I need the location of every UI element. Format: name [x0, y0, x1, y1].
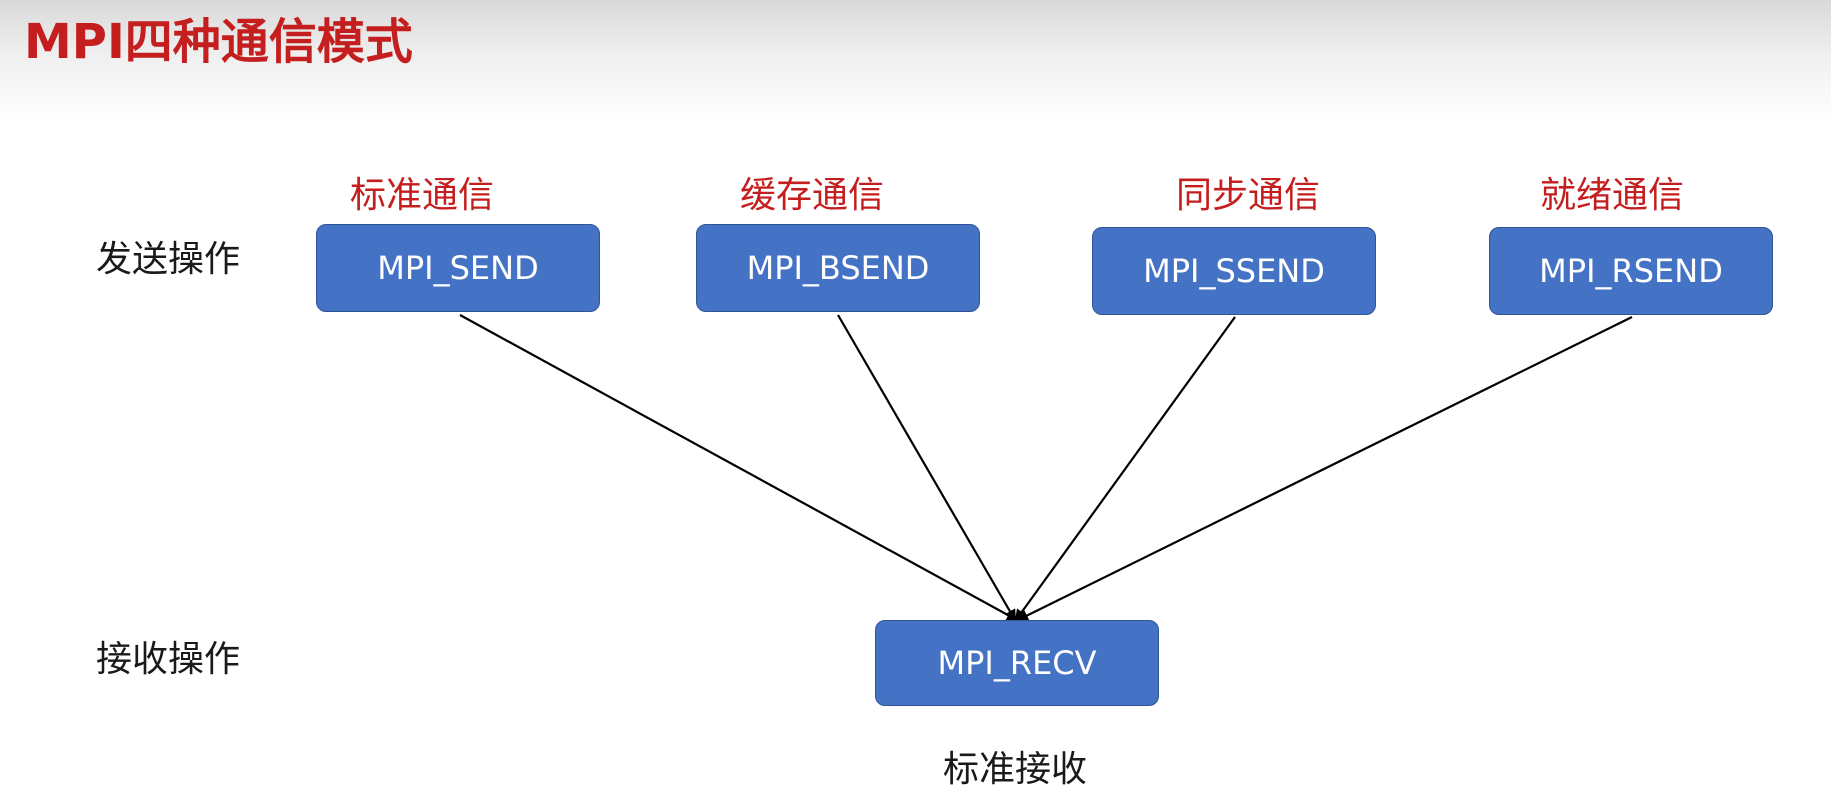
- caption-standard-receive: 标准接收: [942, 749, 1087, 790]
- row-label-recv: 接收操作: [96, 639, 241, 680]
- node-mpi-send: MPI_SEND: [316, 224, 600, 312]
- mode-label-standard: 标准通信: [349, 175, 494, 216]
- node-mpi-recv: MPI_RECV: [875, 620, 1159, 706]
- node-mpi-bsend: MPI_BSEND: [696, 224, 980, 312]
- page-title: MPI四种通信模式: [24, 14, 413, 70]
- edge-bsend-to-recv: [837, 314, 1017, 622]
- mode-label-synchronous: 同步通信: [1175, 175, 1320, 216]
- mode-label-buffered: 缓存通信: [739, 175, 884, 216]
- node-mpi-ssend: MPI_SSEND: [1092, 227, 1376, 315]
- header-band: [0, 0, 1831, 120]
- edge-rsend-to-recv: [1016, 316, 1633, 621]
- row-label-send: 发送操作: [96, 239, 241, 280]
- edge-ssend-to-recv: [1014, 316, 1236, 622]
- mode-label-ready: 就绪通信: [1539, 175, 1684, 216]
- edge-send-to-recv: [459, 314, 1019, 621]
- node-mpi-rsend: MPI_RSEND: [1489, 227, 1773, 315]
